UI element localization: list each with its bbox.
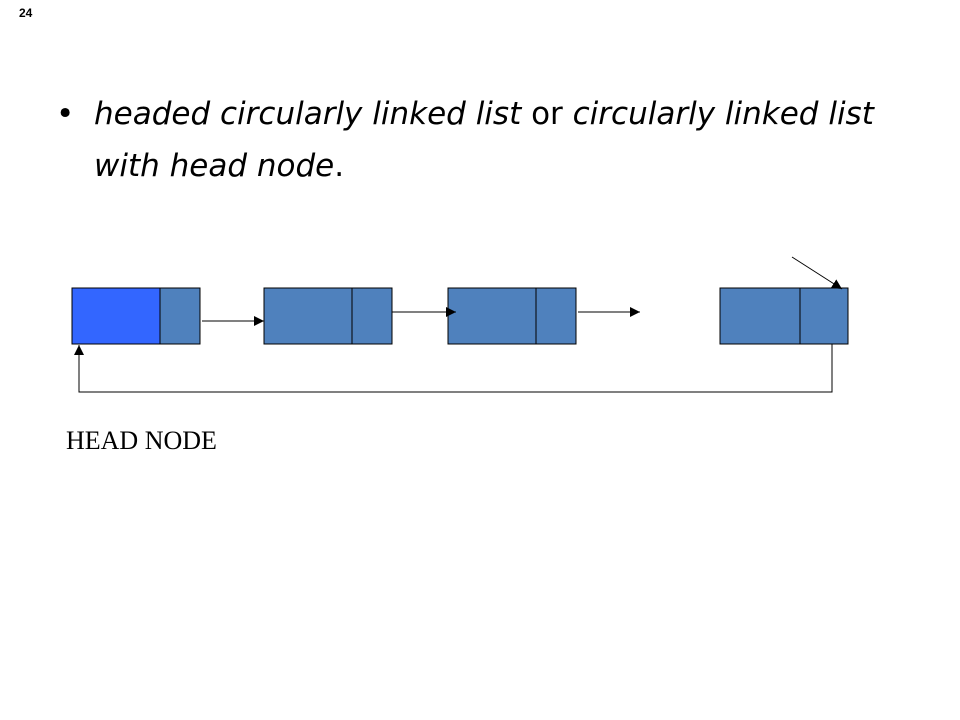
term-circular-list-with-head: circularly linked list with head node — [94, 96, 874, 184]
head-node-data-field — [71, 287, 161, 345]
node-1-link-field — [351, 287, 393, 345]
list-node-1 — [263, 287, 393, 345]
head-node — [71, 287, 201, 345]
head-node-link-field — [159, 287, 201, 345]
head-node-label: HEAD NODE — [66, 426, 217, 455]
term-headed-circular-list: headed circularly linked list — [94, 96, 522, 132]
node-1-data-field — [263, 287, 353, 345]
bullet-point: • headed circularly linked list or circu… — [56, 88, 876, 192]
bullet-text: headed circularly linked list or circula… — [94, 88, 876, 192]
list-node-2 — [447, 287, 577, 345]
list-node-last — [719, 287, 849, 345]
arrow-into-last-node — [791, 256, 843, 290]
connector-or: or — [521, 96, 573, 132]
period: . — [334, 148, 345, 184]
slide-number: 24 — [19, 6, 33, 20]
last-node-link-field — [799, 287, 849, 345]
node-2-link-field — [535, 287, 577, 345]
node-2-data-field — [447, 287, 537, 345]
bullet-dot-icon: • — [56, 96, 75, 132]
last-node-data-field — [719, 287, 801, 345]
arrow-last-to-head-return — [74, 344, 833, 393]
